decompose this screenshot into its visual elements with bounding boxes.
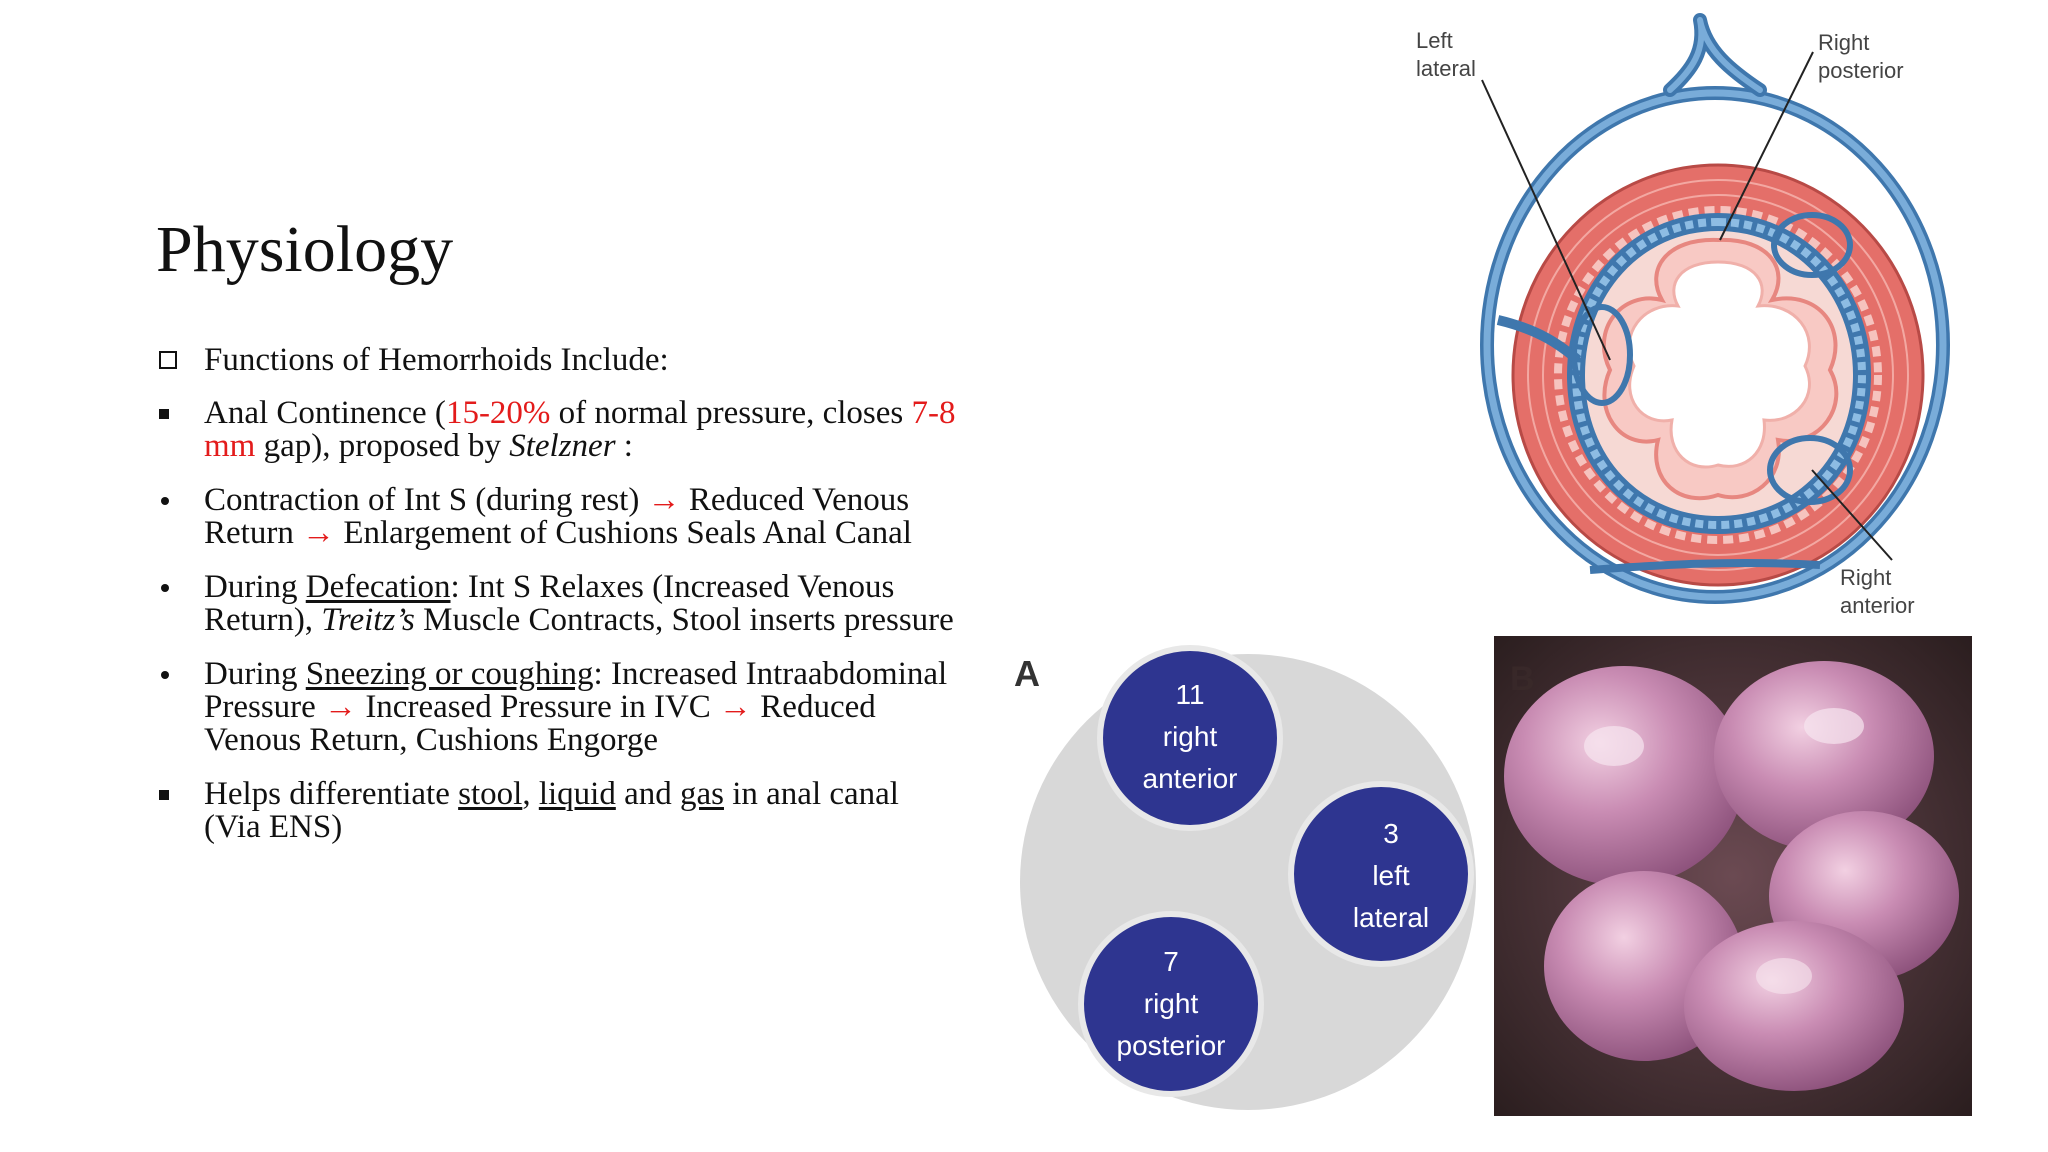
position-3-line2: lateral (1353, 902, 1429, 933)
square-bullet-icon (156, 778, 192, 811)
clinical-photo-figure: B (1494, 636, 1972, 1116)
dot-bullet-icon (156, 571, 192, 604)
dot-bullet-icon (156, 484, 192, 517)
square-bullet-icon (156, 397, 192, 430)
highlight (1756, 958, 1812, 994)
muscle-fiber (1542, 194, 1894, 556)
label-left-lateral-1: Left (1416, 28, 1453, 53)
bullet-defecation: During Defecation: Int S Relaxes (Increa… (156, 571, 956, 637)
position-11-line2: anterior (1143, 763, 1238, 794)
label-left-lateral-2: lateral (1416, 56, 1476, 81)
bullet-sneezing: During Sneezing or coughing: Increased I… (156, 658, 956, 757)
arrow-icon: → (302, 515, 336, 551)
bullet-heading: Functions of Hemorrhoids Include: (156, 344, 956, 377)
cushion-right-posterior (1771, 212, 1853, 278)
tissue-lobe (1504, 666, 1744, 886)
vein-branch (1496, 315, 1582, 364)
tissue-lobe (1714, 661, 1934, 851)
hemorrhoidal-plexus (1566, 212, 1872, 535)
hemorrhoid-positions-figure: A 11 right anterior 3 left lateral 7 rig… (1014, 645, 1476, 1110)
label-right-anterior-2: anterior (1840, 593, 1915, 618)
panel-label-a: A (1014, 653, 1040, 694)
muscle-fiber (1527, 179, 1909, 571)
arrow-icon: → (324, 689, 358, 725)
anal-lumen (1627, 260, 1811, 469)
position-3-line1: left (1372, 860, 1410, 891)
label-right-posterior-2: posterior (1818, 58, 1904, 83)
anal-canal-cross-section-figure: Left lateral Right posterior Right anter… (1416, 13, 1950, 618)
checkbox-bullet-icon (156, 344, 192, 377)
vein-trunk-highlight (1667, 17, 1763, 93)
outer-vein-highlight (1483, 89, 1947, 601)
vein-branch (1589, 558, 1821, 574)
label-right-posterior-1: Right (1818, 30, 1869, 55)
position-3-number: 3 (1383, 818, 1399, 849)
position-11-number: 11 (1175, 679, 1204, 710)
highlight (1584, 726, 1644, 766)
bullet-differentiate: Helps differentiate stool, liquid and ga… (156, 778, 956, 844)
bullet-contraction: Contraction of Int S (during rest) → Red… (156, 484, 956, 550)
position-11-line1: right (1163, 721, 1218, 752)
highlight (1804, 708, 1864, 744)
position-7-line2: posterior (1117, 1030, 1226, 1061)
slide-title: Physiology (156, 213, 454, 286)
arrow-icon: → (719, 689, 753, 725)
position-7-line1: right (1144, 988, 1199, 1019)
muscle-fiber (1554, 206, 1882, 544)
position-circle-7 (1078, 911, 1264, 1097)
cushion-right-anterior (1767, 435, 1853, 505)
position-circle-3 (1288, 781, 1474, 967)
leader-line (1481, 79, 1611, 361)
bullet-list: Functions of Hemorrhoids Include: Anal C… (156, 344, 956, 865)
tissue-lobe (1684, 921, 1904, 1091)
position-7-number: 7 (1163, 946, 1179, 977)
bullet-continence: Anal Continence (15-20% of normal pressu… (156, 397, 956, 463)
leader-line (1811, 469, 1893, 561)
panel-label-b: B (1510, 660, 1535, 698)
leader-line (1719, 51, 1814, 241)
arrow-icon: → (647, 482, 681, 518)
label-right-anterior-1: Right (1840, 565, 1891, 590)
position-circle-11 (1097, 645, 1283, 831)
dot-bullet-icon (156, 658, 192, 691)
